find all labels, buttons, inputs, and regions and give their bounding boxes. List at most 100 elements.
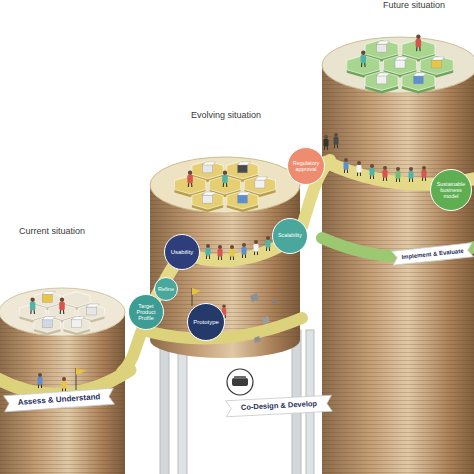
stage-label: Prototype	[189, 319, 223, 326]
cube-top	[255, 177, 268, 180]
future-tower	[322, 37, 474, 474]
person-figure	[357, 161, 362, 176]
stage-circle: Prototype	[187, 303, 225, 341]
ribbon-fill	[226, 395, 333, 417]
circle-fill	[188, 304, 225, 341]
tower-top	[0, 288, 125, 336]
circle-fill	[273, 219, 308, 254]
head	[334, 133, 338, 137]
hex-tile	[402, 40, 435, 59]
body	[218, 249, 223, 257]
circle-fill	[129, 295, 164, 330]
cube-top	[432, 57, 445, 60]
head	[361, 51, 365, 55]
tower-grain	[322, 65, 474, 474]
cube-top	[237, 162, 250, 165]
stage-label: Usability	[166, 249, 198, 256]
leg	[38, 384, 39, 388]
circle-fill	[155, 278, 178, 301]
hex-tile	[227, 191, 258, 209]
leg	[422, 177, 423, 181]
cube-top	[395, 57, 408, 60]
body	[344, 162, 349, 170]
leg	[361, 63, 362, 67]
leg	[419, 47, 420, 51]
hex-tile	[192, 161, 223, 179]
circle-fill	[165, 235, 200, 270]
ribbon-fill	[4, 388, 115, 412]
circle-fill	[431, 170, 472, 211]
cube-top	[377, 41, 390, 44]
evolving-tower	[150, 157, 314, 474]
body	[222, 175, 228, 183]
stage-circle: Regulatory approval	[287, 147, 325, 185]
leg	[254, 251, 255, 255]
head	[230, 245, 234, 249]
head	[62, 377, 66, 381]
flag	[76, 368, 86, 375]
leg	[324, 146, 325, 150]
person-figure	[222, 171, 228, 188]
leg	[218, 256, 219, 260]
head	[223, 171, 227, 175]
leg	[327, 146, 328, 150]
hex-tile	[384, 56, 417, 75]
head	[60, 298, 64, 302]
leg	[347, 169, 348, 173]
head	[409, 167, 413, 171]
stage-circle: Scalability	[272, 218, 308, 254]
leg	[34, 310, 35, 314]
person-figure	[38, 373, 43, 388]
phase-banner: Co-Design & Develop	[226, 395, 333, 417]
leg	[266, 247, 267, 251]
head	[344, 158, 348, 162]
stage-label: Scalability	[274, 233, 306, 239]
leg	[370, 175, 371, 179]
cube-top	[86, 304, 99, 307]
flag	[192, 288, 201, 295]
tower-body	[322, 65, 474, 474]
hex-tile	[365, 40, 398, 59]
cube-top	[42, 317, 55, 320]
leg	[257, 251, 258, 255]
cube-object	[237, 195, 247, 203]
hex-tile	[244, 176, 275, 194]
leg	[334, 144, 335, 148]
head	[383, 166, 387, 170]
body	[383, 170, 388, 178]
leg	[412, 178, 413, 182]
rock	[254, 336, 261, 343]
person-figure	[206, 244, 211, 259]
head	[242, 243, 246, 247]
person-figure	[334, 133, 339, 148]
cube-object	[203, 195, 213, 203]
leg	[209, 255, 210, 259]
person-figure	[62, 377, 67, 392]
leg	[383, 177, 384, 181]
decorations	[76, 288, 277, 395]
cube-object	[86, 307, 96, 315]
roads	[0, 160, 474, 394]
stage-label: Target Product Profile	[130, 303, 162, 321]
body	[59, 302, 65, 310]
leg	[364, 63, 365, 67]
leg	[386, 177, 387, 181]
rock	[262, 316, 270, 324]
leg	[188, 183, 189, 187]
leg	[269, 247, 270, 251]
hex-tile	[365, 71, 398, 90]
leg	[223, 183, 224, 187]
body	[370, 168, 375, 176]
person-figure	[396, 167, 401, 182]
person-figure	[187, 171, 193, 188]
stage-label: Refine	[156, 286, 176, 292]
leg	[41, 384, 42, 388]
head	[254, 240, 258, 244]
stage-circle: Sustainable business model	[430, 169, 472, 211]
cube-object	[377, 44, 387, 52]
body	[409, 171, 414, 179]
ribbon-fill	[391, 243, 473, 265]
head	[357, 161, 361, 165]
leg	[230, 256, 231, 260]
